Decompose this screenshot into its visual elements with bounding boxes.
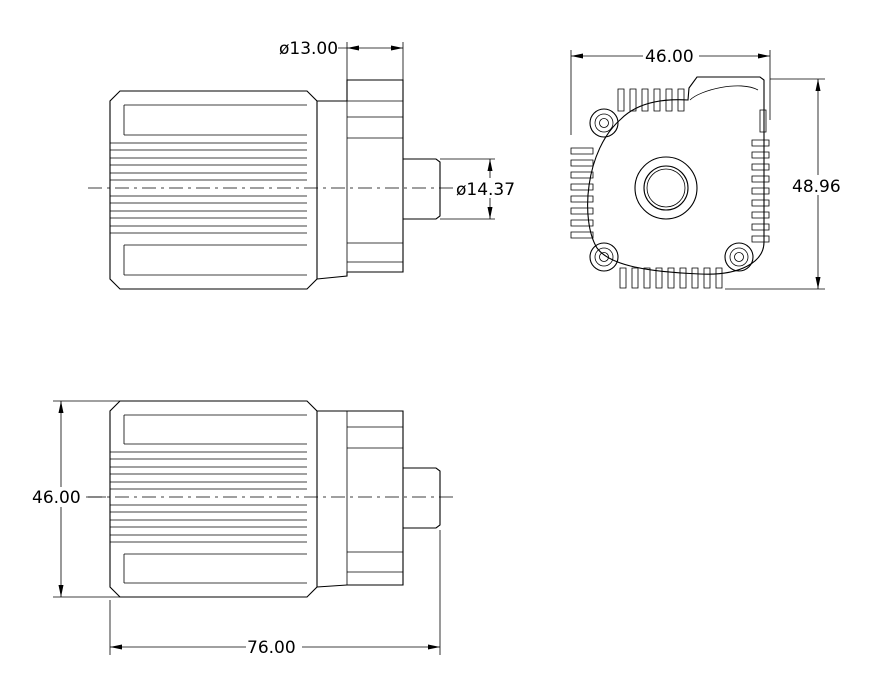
front-view-volute-housing bbox=[588, 77, 764, 274]
side-view bbox=[88, 401, 458, 597]
front-width-dimension: 46.00 bbox=[571, 45, 770, 135]
front-view-inlet bbox=[635, 157, 697, 219]
outlet-diameter-dimension: ø13.00 bbox=[279, 39, 403, 80]
top-view-pump-housing bbox=[317, 80, 403, 279]
front-view bbox=[571, 77, 769, 288]
top-view bbox=[88, 80, 455, 289]
front-view-outlet-curve bbox=[690, 86, 758, 100]
top-view-motor-body bbox=[110, 91, 317, 289]
side-height-label: 46.00 bbox=[32, 488, 81, 508]
outlet-diameter-label: ø13.00 bbox=[279, 39, 338, 59]
top-view-inlet-nozzle bbox=[403, 159, 440, 219]
side-height-dimension: 46.00 bbox=[32, 401, 120, 597]
front-view-right-fins bbox=[752, 140, 769, 242]
front-view-left-fins bbox=[571, 148, 593, 238]
front-view-bottom-fins bbox=[620, 268, 722, 288]
overall-length-label: 76.00 bbox=[247, 638, 296, 658]
side-view-inlet-nozzle bbox=[403, 468, 440, 528]
side-view-motor-body bbox=[110, 401, 317, 597]
front-width-label: 46.00 bbox=[645, 47, 694, 67]
shaft-diameter-dimension: ø14.37 bbox=[440, 159, 523, 219]
front-height-dimension: 48.96 bbox=[725, 79, 848, 289]
top-view-fins bbox=[110, 105, 307, 275]
shaft-diameter-label: ø14.37 bbox=[456, 180, 515, 200]
side-view-pump-housing bbox=[317, 411, 403, 587]
side-view-fins bbox=[110, 415, 307, 583]
front-height-label: 48.96 bbox=[792, 177, 841, 197]
overall-length-dimension: 76.00 bbox=[110, 530, 440, 658]
front-view-mount-holes bbox=[590, 109, 753, 271]
front-view-top-fins bbox=[618, 89, 766, 132]
